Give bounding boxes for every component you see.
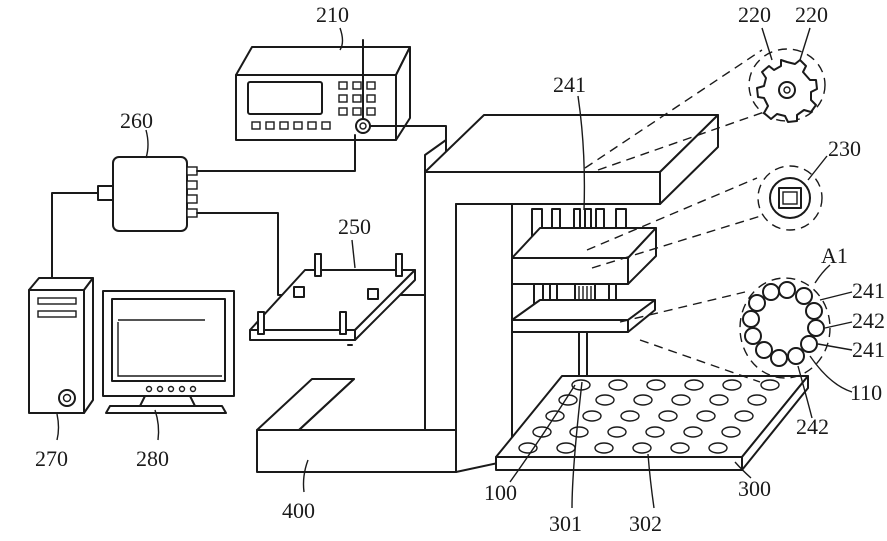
head-assembly (511, 208, 657, 379)
leader-lines (56, 27, 853, 509)
label-301: 301 (549, 511, 582, 536)
circuit-board-250 (249, 253, 416, 346)
label-242-ring-1: 242 (852, 308, 885, 333)
label-A1: A1 (821, 243, 848, 268)
label-220-left: 220 (738, 2, 771, 27)
label-400: 400 (282, 498, 315, 523)
label-300: 300 (738, 476, 771, 501)
label-230: 230 (828, 136, 861, 161)
label-220-right: 220 (795, 2, 828, 27)
gear-detail-220 (756, 59, 818, 123)
label-210: 210 (316, 2, 349, 27)
label-110: 110 (850, 380, 882, 405)
label-250: 250 (338, 214, 371, 239)
machine-frame-400 (256, 114, 719, 473)
label-280: 280 (136, 446, 169, 471)
label-270: 270 (35, 446, 68, 471)
label-241-top: 241 (553, 72, 586, 97)
label-302: 302 (629, 511, 662, 536)
reference-numerals: 210 220 220 230 241 260 250 A1 241 242 2… (35, 2, 885, 536)
label-242-ring-2: 242 (796, 414, 829, 439)
well-plate-300 (495, 375, 809, 471)
wells (518, 379, 780, 454)
detail-callouts (584, 48, 831, 383)
label-241-ring-2: 241 (852, 337, 885, 362)
electrode-detail-230 (769, 177, 811, 219)
computer-tower-270 (28, 277, 94, 414)
ring-detail-A1 (742, 281, 825, 367)
amplifier-260 (97, 156, 198, 232)
label-241-ring-1: 241 (852, 278, 885, 303)
signal-generator-210 (235, 46, 411, 141)
label-100: 100 (484, 480, 517, 505)
monitor-280 (102, 290, 235, 414)
label-260: 260 (120, 108, 153, 133)
